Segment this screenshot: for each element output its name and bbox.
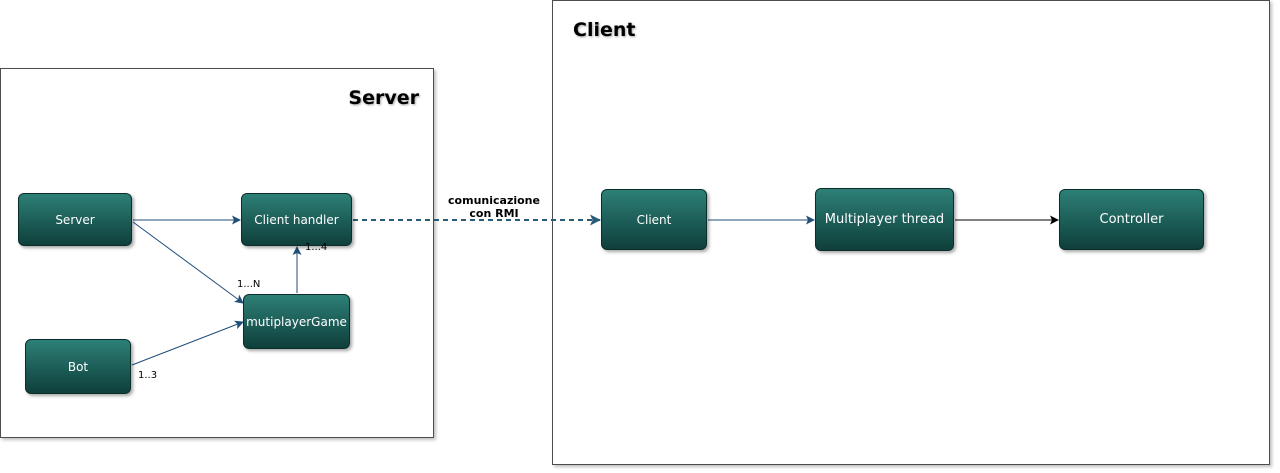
multiplicity-label-bot-game: 1..3: [138, 370, 158, 381]
server-node-label: Server: [55, 212, 95, 227]
multiplayer-thread-node[interactable]: Multiplayer thread: [815, 188, 954, 251]
multiplicity-label-game-handler: 1...4: [305, 242, 328, 253]
server-node[interactable]: Server: [18, 193, 132, 246]
multiplayer-game-node-label: mutiplayerGame: [246, 314, 347, 329]
server-container-title: Server: [348, 87, 419, 109]
client-container-title: Client: [573, 19, 636, 41]
controller-node[interactable]: Controller: [1059, 189, 1204, 250]
bot-node-label: Bot: [67, 359, 89, 374]
client-node-label: Client: [636, 212, 672, 227]
client-handler-node-label: Client handler: [254, 212, 339, 227]
rmi-label-line-2: con RMI: [469, 207, 519, 220]
multiplicity-label-server-game: 1...N: [237, 279, 261, 290]
client-handler-node[interactable]: Client handler: [241, 193, 352, 246]
multiplayer-game-node[interactable]: mutiplayerGame: [243, 294, 350, 349]
edge-server-to-multiplayer-game: [132, 221, 244, 304]
client-node[interactable]: Client: [601, 189, 707, 250]
edge-bot-to-multiplayer-game: [131, 320, 244, 366]
bot-node[interactable]: Bot: [25, 339, 131, 394]
rmi-label-line-1: comunicazione: [448, 194, 540, 207]
multiplayer-thread-node-label: Multiplayer thread: [824, 212, 945, 227]
rmi-communication-label: comunicazione con RMI: [434, 194, 554, 220]
controller-node-label: Controller: [1099, 212, 1164, 227]
